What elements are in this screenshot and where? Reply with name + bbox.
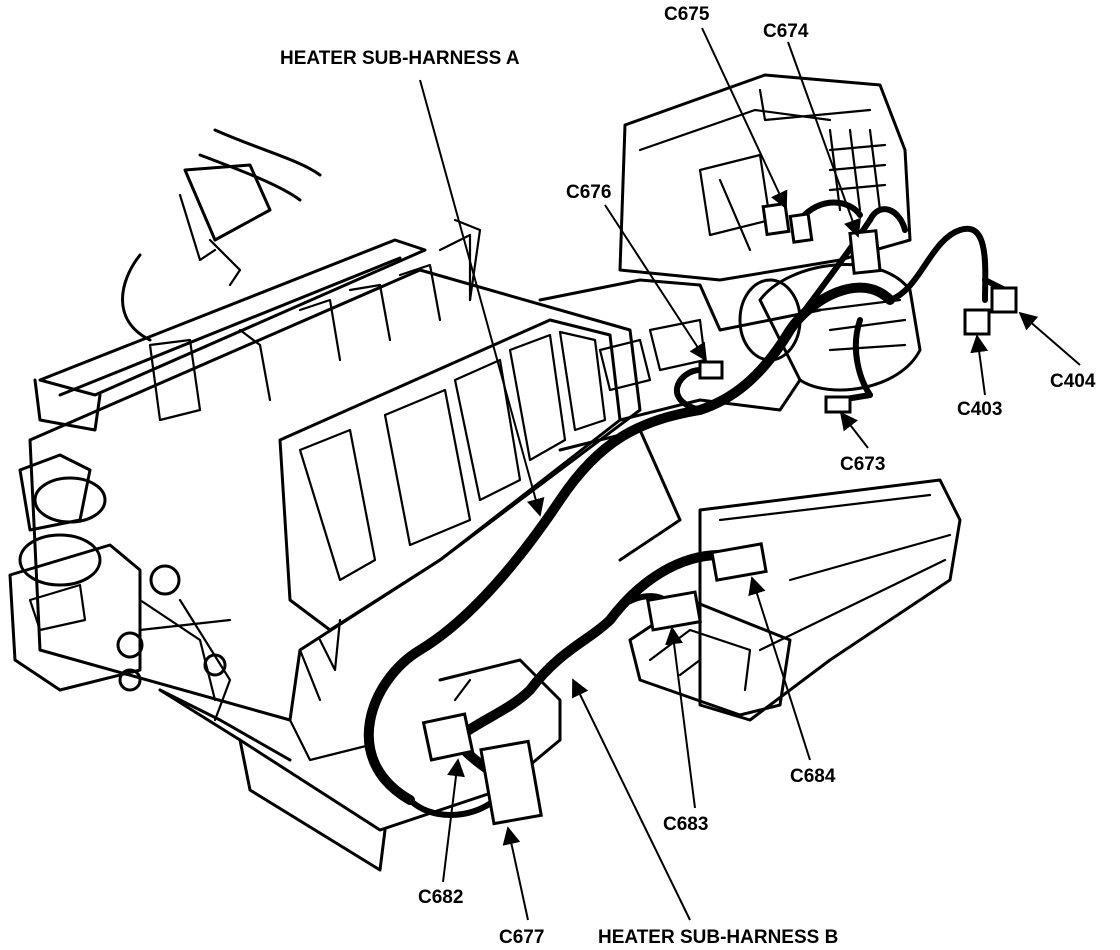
connector-c675: [761, 201, 791, 237]
label-c684: C684: [790, 766, 836, 787]
connector-c677: [479, 739, 543, 826]
connector-c403: [963, 308, 991, 336]
connector-c683: [646, 590, 702, 632]
label-c675: C675: [664, 4, 710, 25]
connector-c404: [990, 286, 1018, 314]
harness-a-cable: [363, 199, 1008, 805]
label-c674: C674: [763, 21, 809, 42]
label-c676: C676: [566, 182, 611, 203]
label-c403: C403: [957, 399, 1002, 420]
connector-c682: [421, 712, 475, 762]
connectors: [421, 201, 1018, 826]
connector-c675b: [788, 212, 814, 244]
connector-c676: [698, 360, 724, 380]
connector-c673: [824, 395, 852, 414]
label-c683: C683: [663, 814, 708, 835]
connector-c674: [848, 229, 882, 275]
label-c404: C404: [1050, 371, 1096, 392]
leader-lines: [419, 27, 1081, 921]
connector-c684: [710, 542, 768, 582]
label-c682: C682: [418, 887, 463, 908]
label-heater-sub-harness-b: HEATER SUB-HARNESS B: [598, 927, 838, 948]
label-c673: C673: [840, 454, 885, 475]
label-heater-sub-harness-a: HEATER SUB-HARNESS A: [280, 48, 520, 69]
label-c677: C677: [499, 927, 544, 948]
